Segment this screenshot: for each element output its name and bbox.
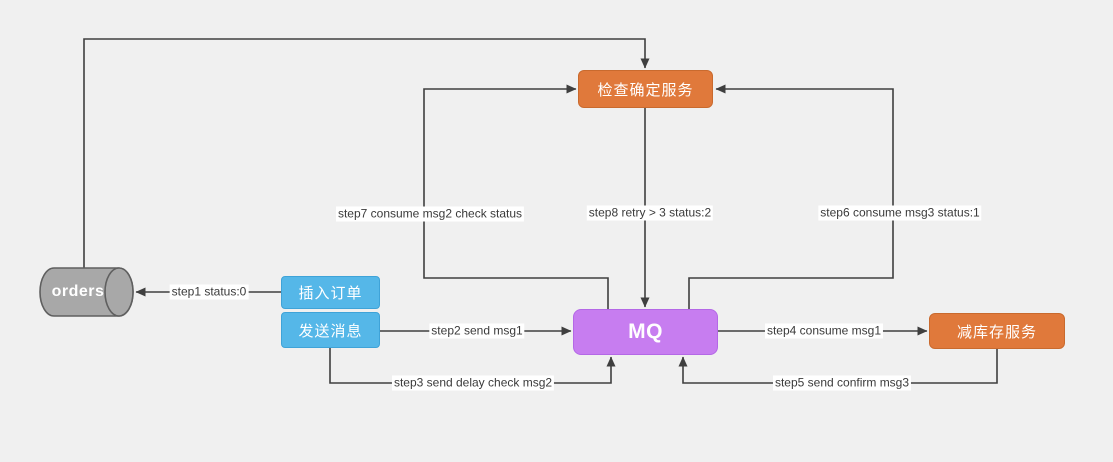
check-confirm-service-node: 检查确定服务	[578, 70, 713, 108]
orders-db-label: orders	[51, 283, 105, 300]
orders-db-cylinder	[39, 267, 134, 317]
insert-order-node: 插入订单	[281, 276, 380, 309]
mq-node: MQ	[573, 309, 718, 355]
edge-label-step5: step5 send confirm msg3	[772, 375, 912, 391]
edge-step7	[423, 84, 609, 309]
edge-label-step8: step8 retry > 3 status:2	[586, 205, 714, 221]
send-message-node: 发送消息	[281, 312, 380, 348]
edge-label-step3: step3 send delay check msg2	[391, 375, 555, 391]
edge-label-step4: step4 consume msg1	[764, 323, 884, 339]
edge-orders-to-check-service	[83, 38, 650, 268]
edge-step6	[688, 84, 894, 309]
edge-label-step7: step7 consume msg2 check status	[335, 206, 525, 222]
edge-label-step6: step6 consume msg3 status:1	[818, 205, 982, 221]
edge-label-step1: step1 status:0	[169, 284, 249, 300]
edge-label-step2: step2 send msg1	[429, 323, 525, 339]
reduce-stock-service-node: 减库存服务	[929, 313, 1065, 349]
